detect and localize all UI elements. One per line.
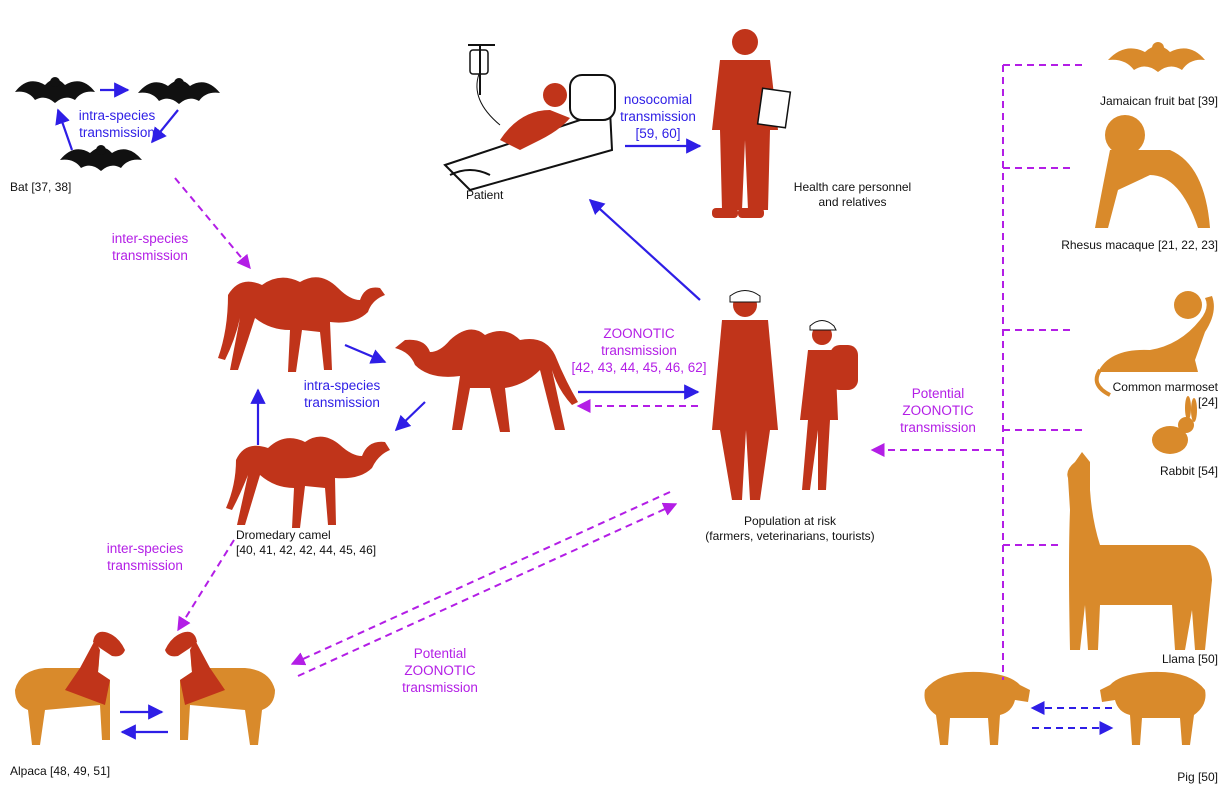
bat-intra-label-line1: intra-species [52,107,182,124]
inter-species-label-1-line2: transmission [85,247,215,264]
direct-transmission-arrows [58,90,700,732]
camel-intra-arrow [345,345,385,362]
marmoset-label: Common marmoset [24] [1060,380,1218,410]
inter-species-label-2-line1: inter-species [80,540,210,557]
bat-intra-label: intra-species transmission [52,107,182,141]
camel-label-line1: Dromedary camel [236,528,376,543]
alpaca-icon [165,632,275,745]
population-label-line2: (farmers, veterinarians, tourists) [685,529,895,544]
bat-label: Bat [37, 38] [10,180,71,195]
nosocomial-label: nosocomial transmission [59, 60] [598,91,718,142]
camel-icon [218,277,385,372]
pig-label: Pig [50] [1100,770,1218,785]
camel-icon [226,437,390,528]
population-to-patient-arrow [590,200,700,300]
inter-species-label-2: inter-species transmission [80,540,210,574]
potential-left-line1: Potential [380,645,500,662]
potential-right-line1: Potential [878,385,998,402]
nosocomial-label-line1: nosocomial [598,91,718,108]
patient-icon [445,45,615,190]
rhesus-macaque-icon [1095,115,1210,228]
inter-species-label-1-line1: inter-species [85,230,215,247]
rabbit-label: Rabbit [54] [1100,464,1218,479]
potential-left-line2: ZOONOTIC [380,662,500,679]
zoonotic-label-line2: transmission [554,342,724,359]
camel-intra-label: intra-species transmission [282,377,402,411]
pig-arrows [1032,708,1112,728]
potential-right-line3: transmission [878,419,998,436]
camel-label: Dromedary camel [40, 41, 42, 42, 44, 45,… [236,528,376,558]
bat-icon [138,78,220,104]
pig-icon [924,672,1030,745]
bat-icon [15,77,95,103]
rhesus-label: Rhesus macaque [21, 22, 23] [1030,238,1218,253]
alpaca-label: Alpaca [48, 49, 51] [10,764,110,779]
population-label: Population at risk (farmers, veterinaria… [685,514,895,544]
pig-icon [1100,672,1206,745]
camel-icon [395,330,578,432]
potential-right-line2: ZOONOTIC [878,402,998,419]
zoonotic-label-line3: [42, 43, 44, 45, 46, 62] [554,359,724,376]
camel-label-line2: [40, 41, 42, 42, 44, 45, 46] [236,543,376,558]
inter-species-label-2-line2: transmission [80,557,210,574]
marmoset-label-line2: [24] [1060,395,1218,410]
population-icon [712,291,858,501]
population-to-alpaca-arrow [292,492,670,664]
nosocomial-label-line2: transmission [598,108,718,125]
patient-label: Patient [466,188,503,203]
marmoset-label-line1: Common marmoset [1060,380,1218,395]
inter-species-label-1: inter-species transmission [85,230,215,264]
llama-label: Llama [50] [1100,652,1218,667]
zoonotic-label: ZOONOTIC transmission [42, 43, 44, 45, 4… [554,325,724,376]
potential-zoonotic-right-label: Potential ZOONOTIC transmission [878,385,998,436]
jamaican-fruit-bat-icon [1108,42,1205,72]
jamaican-bat-label: Jamaican fruit bat [39] [1040,94,1218,109]
camel-intra-label-line2: transmission [282,394,402,411]
health-care-label-line1: Health care personnel [770,180,935,195]
population-label-line1: Population at risk [685,514,895,529]
potential-left-line3: transmission [380,679,500,696]
nosocomial-label-line3: [59, 60] [598,125,718,142]
potential-zoonotic-left-label: Potential ZOONOTIC transmission [380,645,500,696]
health-care-label: Health care personnel and relatives [770,180,935,210]
alpaca-icon [15,632,125,745]
bat-intra-label-line2: transmission [52,124,182,141]
camel-intra-label-line1: intra-species [282,377,402,394]
health-care-label-line2: and relatives [770,195,935,210]
zoonotic-label-line1: ZOONOTIC [554,325,724,342]
llama-icon [1067,452,1212,650]
